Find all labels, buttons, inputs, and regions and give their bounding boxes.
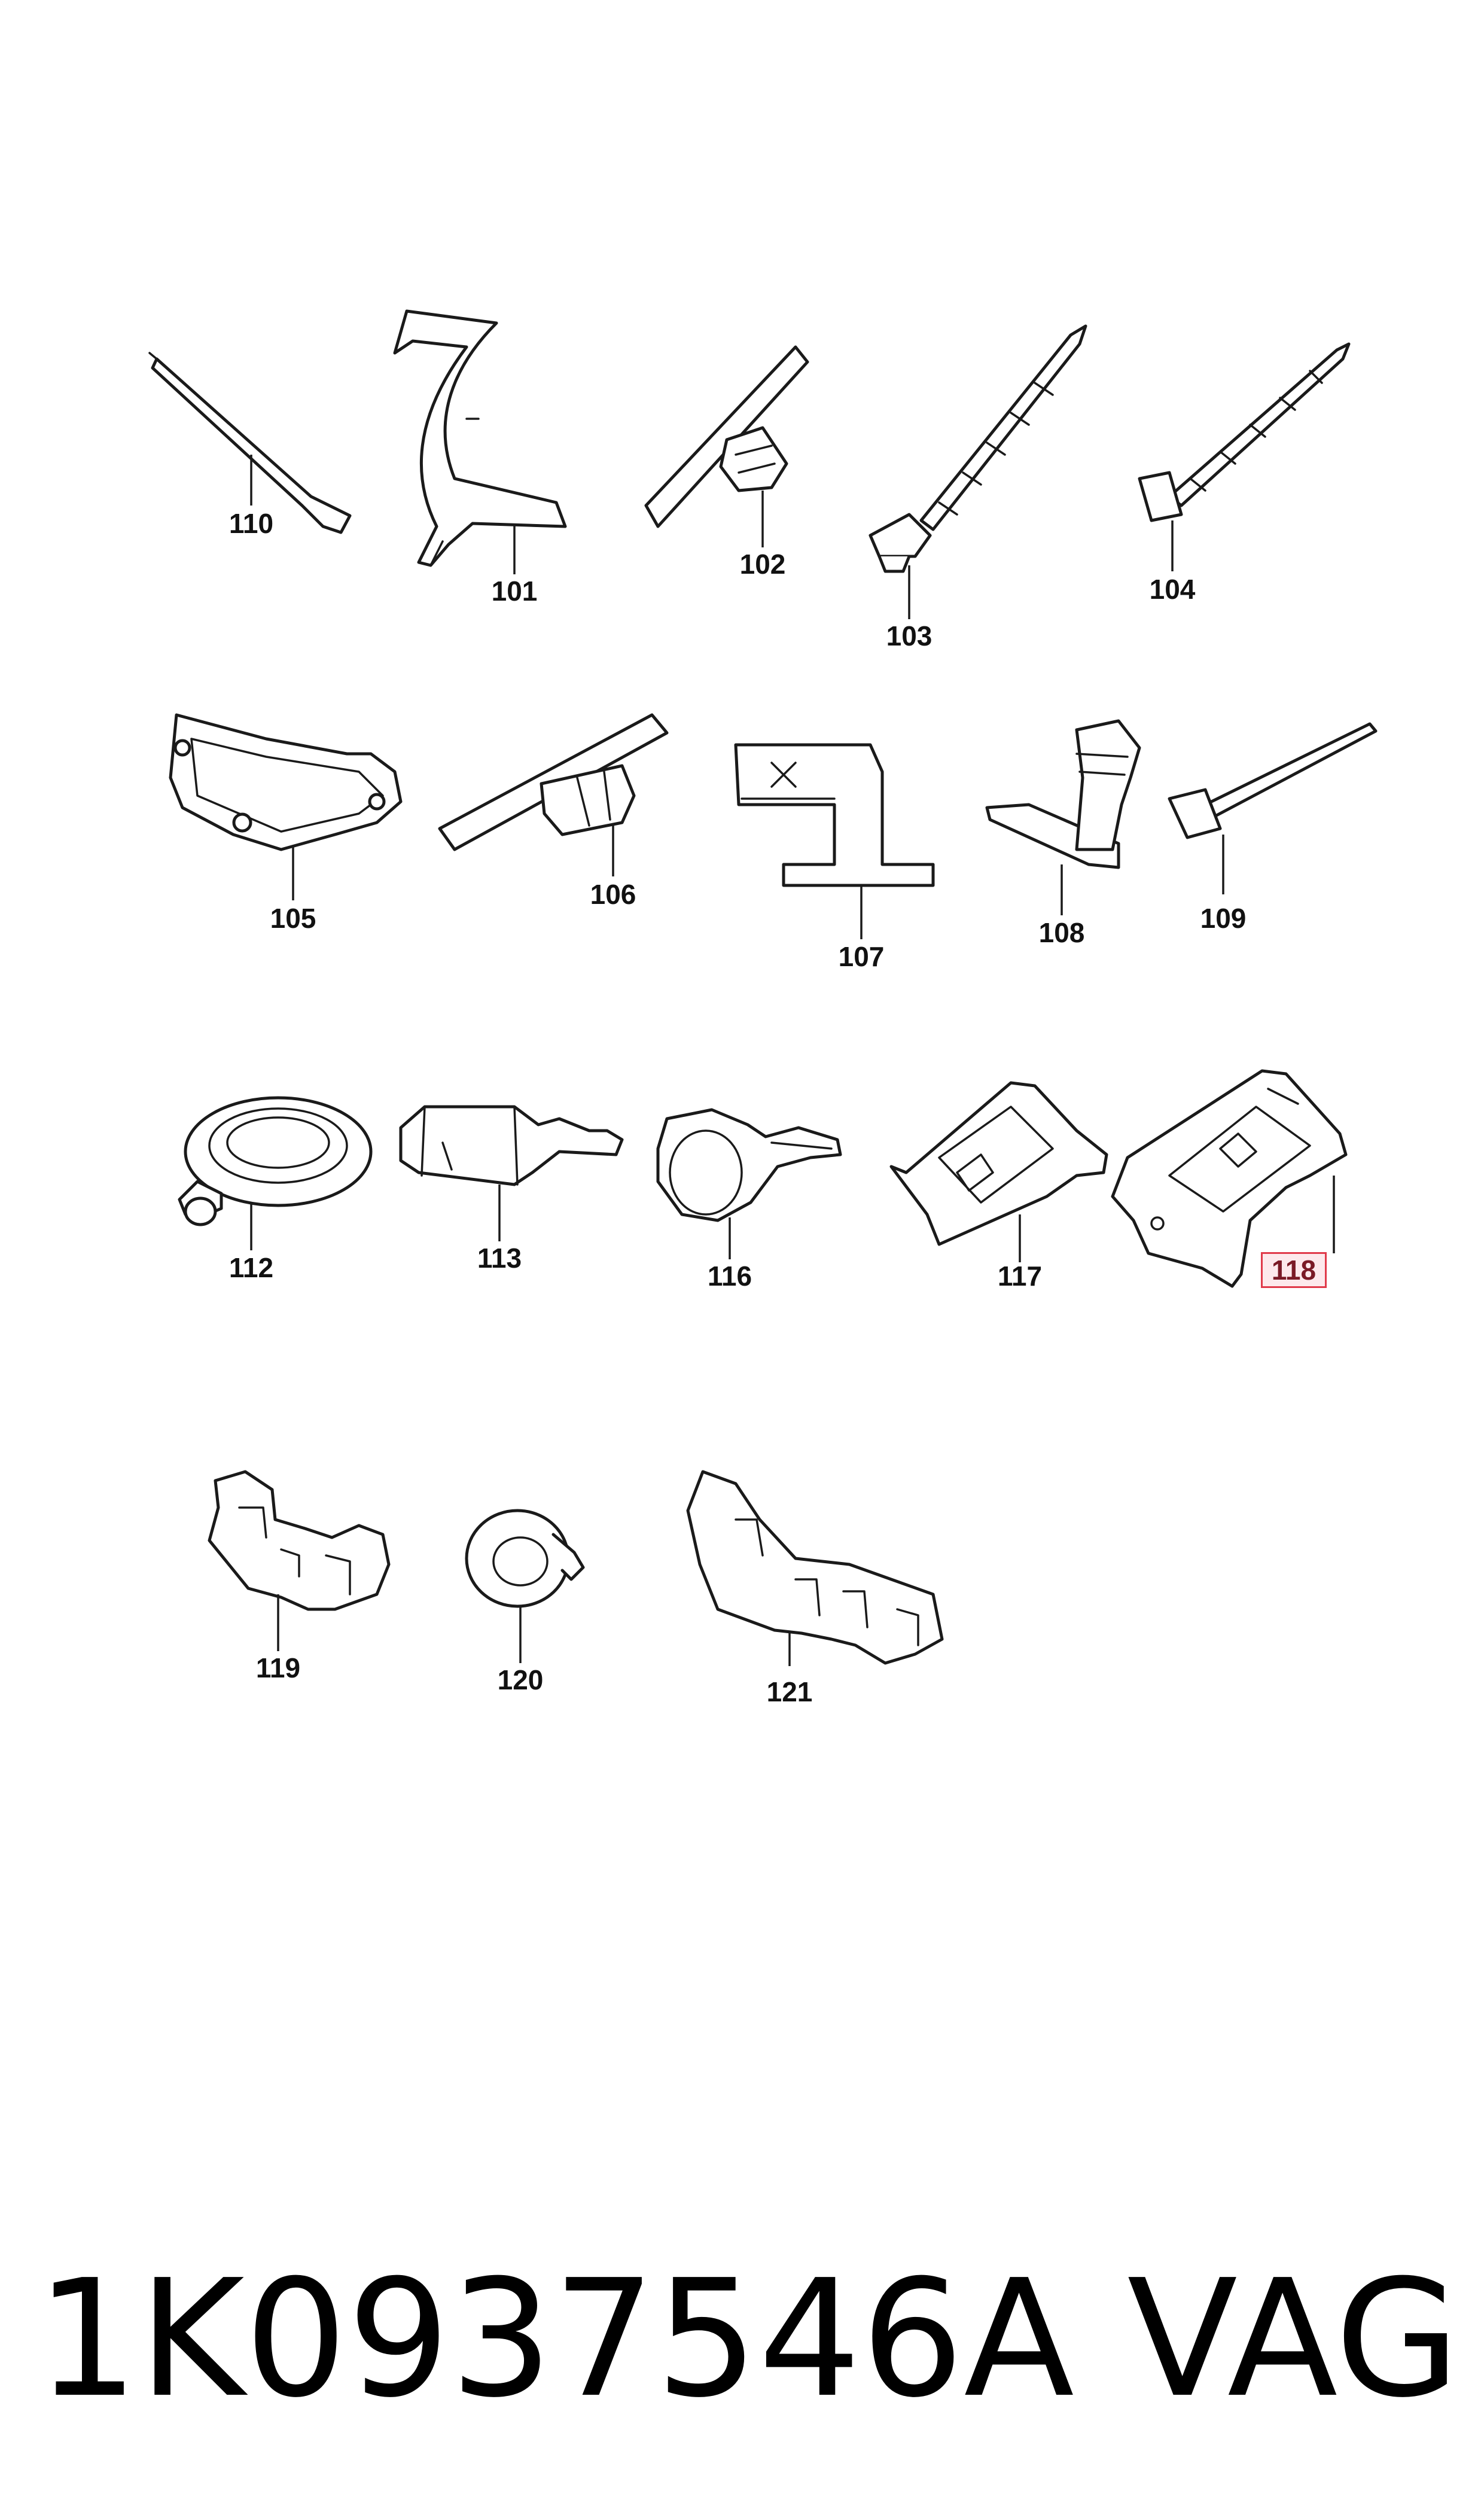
part-113-drawing <box>399 1105 624 1241</box>
part-number-text: 1K0937546A <box>36 2245 1075 2433</box>
part-103-drawing <box>869 324 1087 619</box>
part-105-drawing <box>169 713 403 900</box>
part-label-118-highlighted[interactable]: 118 <box>1261 1252 1327 1288</box>
part-label-121: 121 <box>766 1676 813 1707</box>
part-label-110: 110 <box>228 508 274 539</box>
part-label-120: 120 <box>497 1664 544 1695</box>
part-102-drawing <box>644 345 809 547</box>
part-120-drawing <box>465 1509 585 1663</box>
part-label-103: 103 <box>886 620 933 651</box>
part-121-drawing <box>686 1470 944 1666</box>
part-label-104: 104 <box>1149 574 1196 605</box>
part-label-113: 113 <box>477 1243 522 1274</box>
part-107-drawing <box>734 743 935 939</box>
part-label-107: 107 <box>838 941 885 972</box>
part-117-drawing <box>889 1081 1108 1262</box>
part-label-101: 101 <box>491 576 538 607</box>
part-label-108: 108 <box>1038 917 1085 948</box>
part-112-drawing <box>178 1096 373 1250</box>
part-109-drawing <box>1168 722 1378 894</box>
part-119-drawing <box>208 1470 391 1651</box>
part-label-116: 116 <box>707 1260 752 1292</box>
part-118-drawing <box>1111 1069 1348 1288</box>
part-label-117: 117 <box>997 1260 1043 1292</box>
part-104-drawing <box>1138 342 1351 571</box>
part-106-drawing <box>438 713 669 876</box>
part-116-drawing <box>656 1108 842 1259</box>
part-label-119: 119 <box>255 1652 301 1683</box>
part-label-105: 105 <box>270 903 316 934</box>
brand-text: VAG <box>1127 2245 1460 2433</box>
part-label-106: 106 <box>590 879 636 910</box>
part-label-112: 112 <box>228 1252 274 1283</box>
part-label-109: 109 <box>1200 903 1247 934</box>
part-label-102: 102 <box>739 549 786 580</box>
part-101-drawing <box>393 309 567 574</box>
part-110-drawing <box>148 352 352 534</box>
part-108-drawing <box>985 719 1141 915</box>
